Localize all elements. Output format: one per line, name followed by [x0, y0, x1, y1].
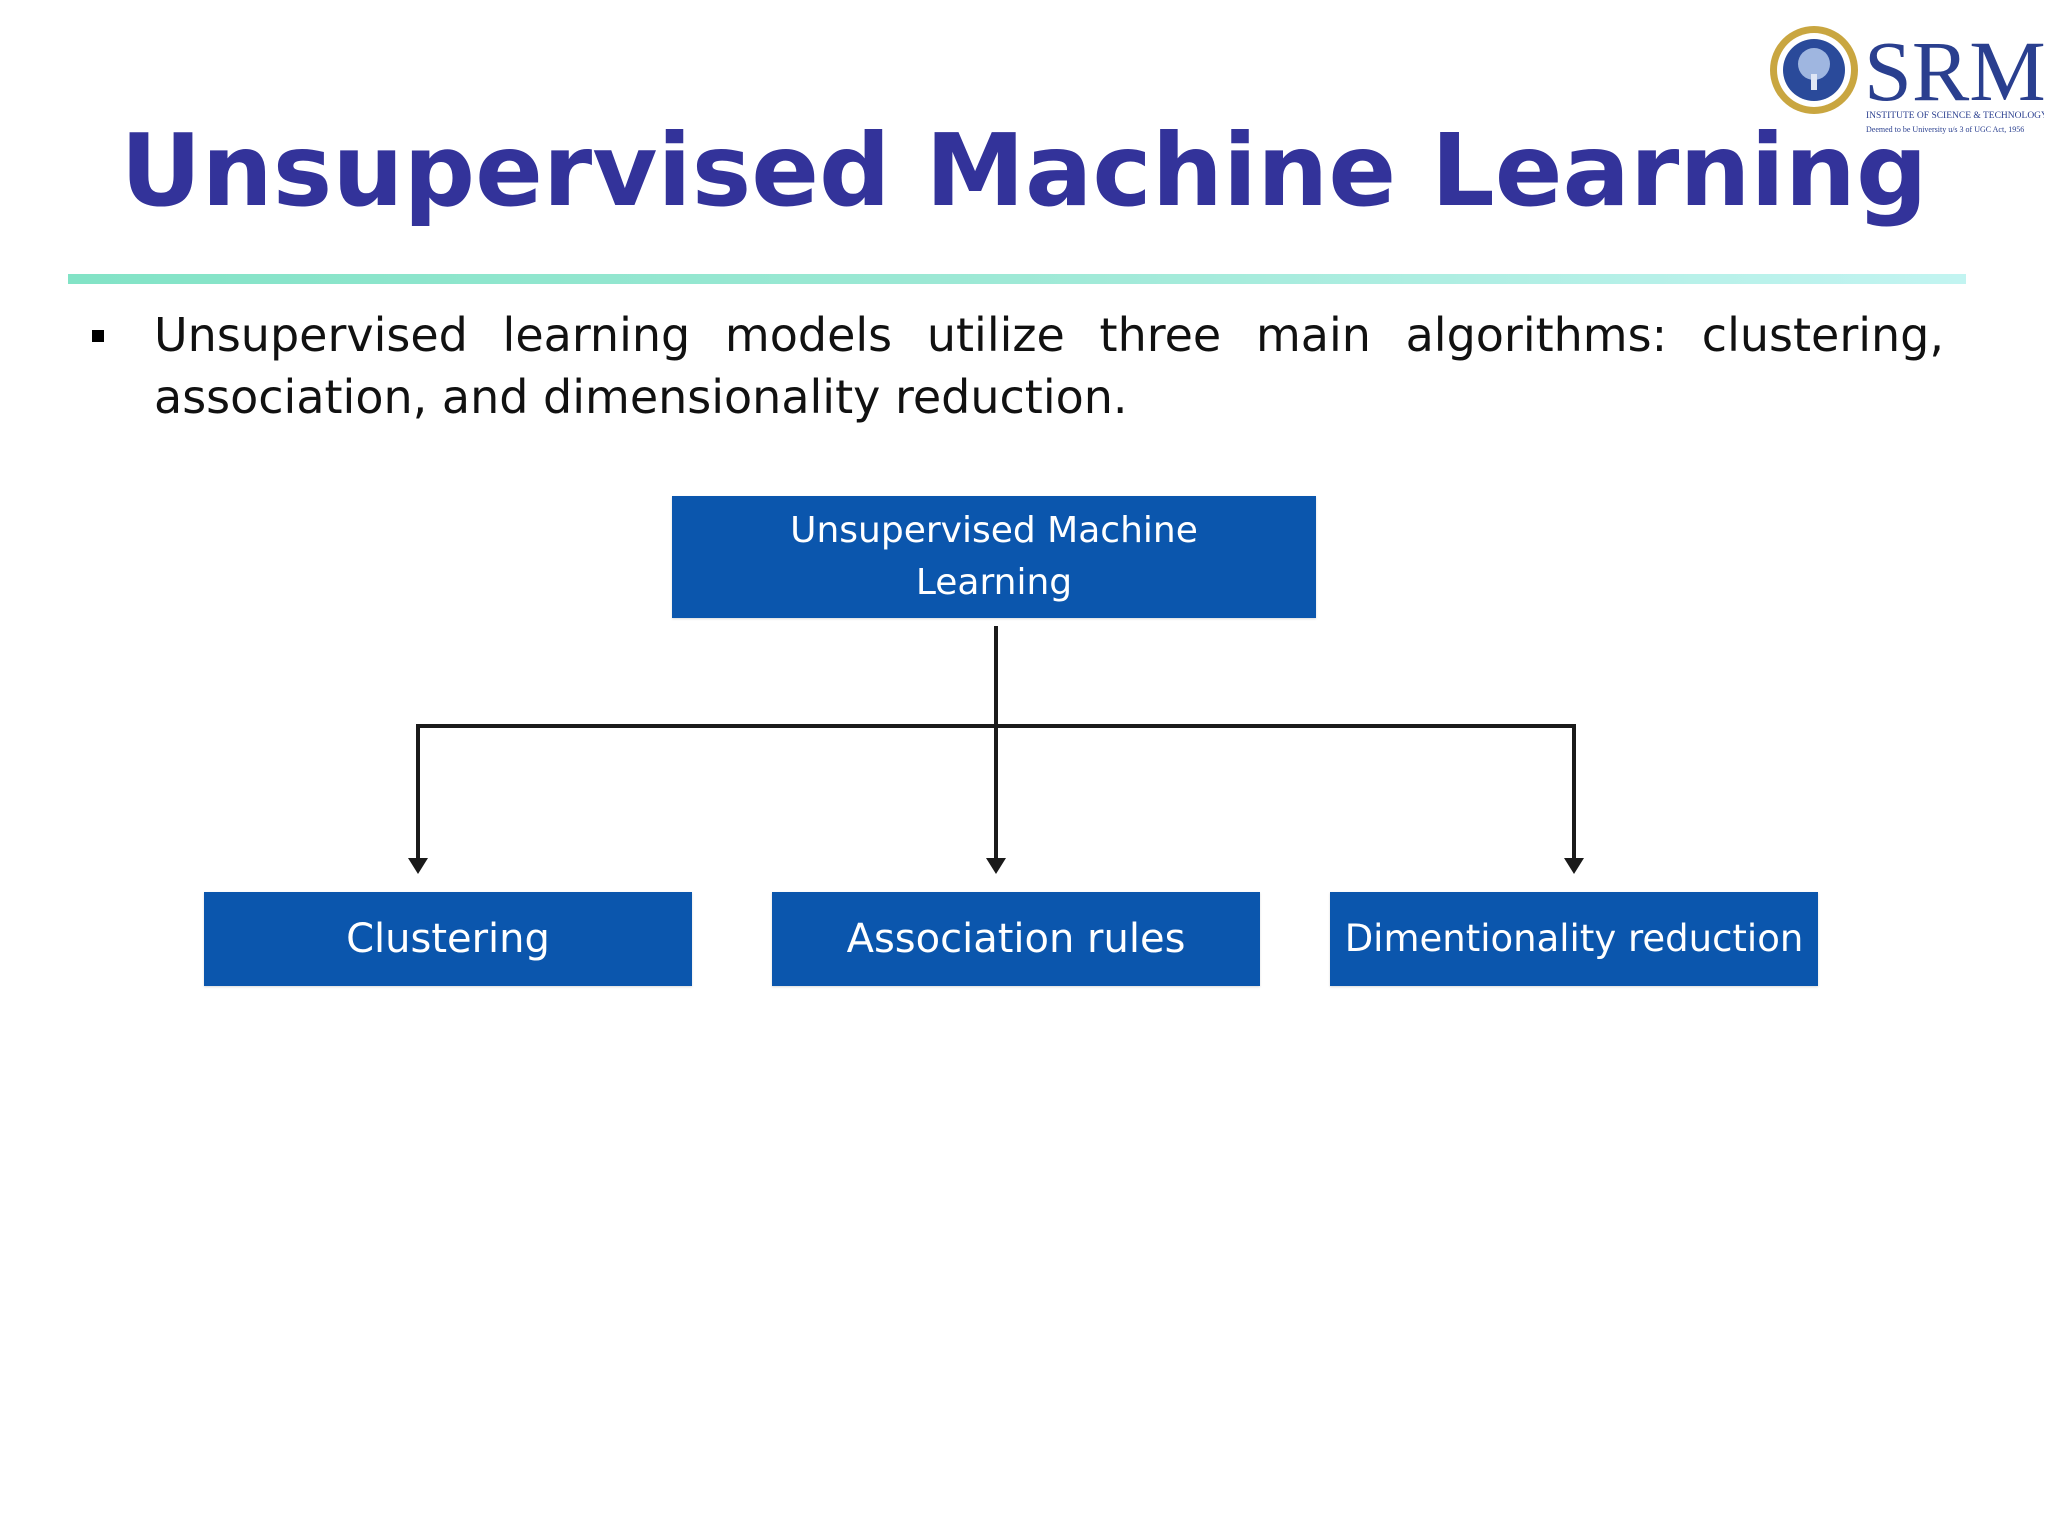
logo-tree-icon	[1798, 48, 1830, 80]
node-label: Dimentionality reduction	[1344, 917, 1804, 960]
logo-subtitle-1: INSTITUTE OF SCIENCE & TECHNOLOGY	[1866, 111, 2044, 121]
logo-tree-trunk	[1811, 74, 1817, 90]
logo-wordmark: SRM	[1864, 23, 2044, 119]
diagram-root-node: Unsupervised Machine Learning	[672, 496, 1316, 618]
srm-logo-graphic: SRM INSTITUTE OF SCIENCE & TECHNOLOGY De…	[1770, 23, 2044, 134]
node-label: Association rules	[846, 916, 1186, 962]
srm-logo: SRM INSTITUTE OF SCIENCE & TECHNOLOGY De…	[1768, 14, 2044, 140]
diagram-node-clustering: Clustering	[204, 892, 692, 986]
diagram-node-association-rules: Association rules	[772, 892, 1260, 986]
arrowhead-dimensionality-icon	[1564, 858, 1584, 874]
diagram-node-dimensionality-reduction: Dimentionality reduction	[1330, 892, 1818, 986]
slide-title: Unsupervised Machine Learning	[120, 112, 1928, 229]
logo-subtitle-2: Deemed to be University u/s 3 of UGC Act…	[1866, 125, 2024, 134]
bullet-text: Unsupervised learning models utilize thr…	[154, 308, 1944, 424]
node-label: Clustering	[346, 916, 550, 962]
title-underline	[68, 274, 1966, 284]
square-bullet-icon	[92, 330, 104, 342]
root-node-label: Unsupervised Machine Learning	[790, 510, 1198, 603]
arrowhead-clustering-icon	[408, 858, 428, 874]
arrowhead-association-icon	[986, 858, 1006, 874]
